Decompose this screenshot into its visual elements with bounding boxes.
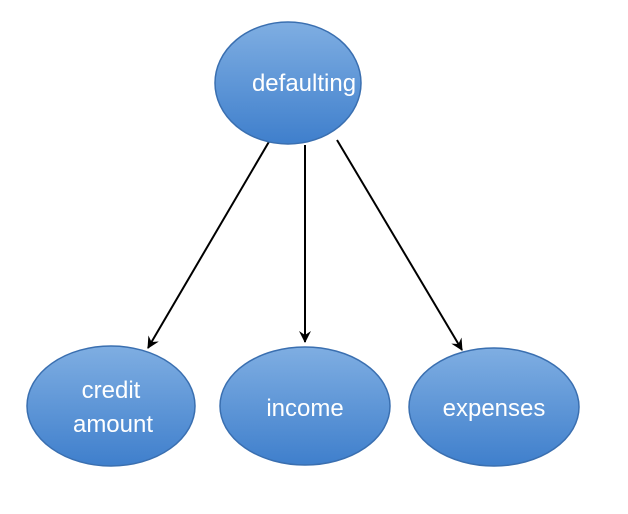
node-expenses[interactable]: expenses (408, 347, 580, 467)
node-defaulting-label: defaulting (252, 70, 356, 97)
node-expenses-label: expenses (443, 395, 546, 422)
node-income[interactable]: income (219, 346, 391, 466)
node-income-label: income (266, 395, 343, 422)
node-credit-amount-label-line-2: amount (73, 411, 153, 438)
edges (147, 139, 463, 351)
node-credit-amount[interactable]: credit amount (26, 345, 196, 467)
node-defaulting[interactable]: defaulting (214, 21, 362, 145)
edge-defaulting-to-credit-amount (147, 139, 271, 349)
node-credit-amount-label-line-1: credit (82, 377, 141, 404)
node-expenses-ellipse (408, 347, 580, 467)
node-credit-amount-ellipse (26, 345, 196, 467)
node-defaulting-ellipse (214, 21, 362, 145)
node-income-ellipse (219, 346, 391, 466)
edge-defaulting-to-expenses (336, 139, 463, 351)
